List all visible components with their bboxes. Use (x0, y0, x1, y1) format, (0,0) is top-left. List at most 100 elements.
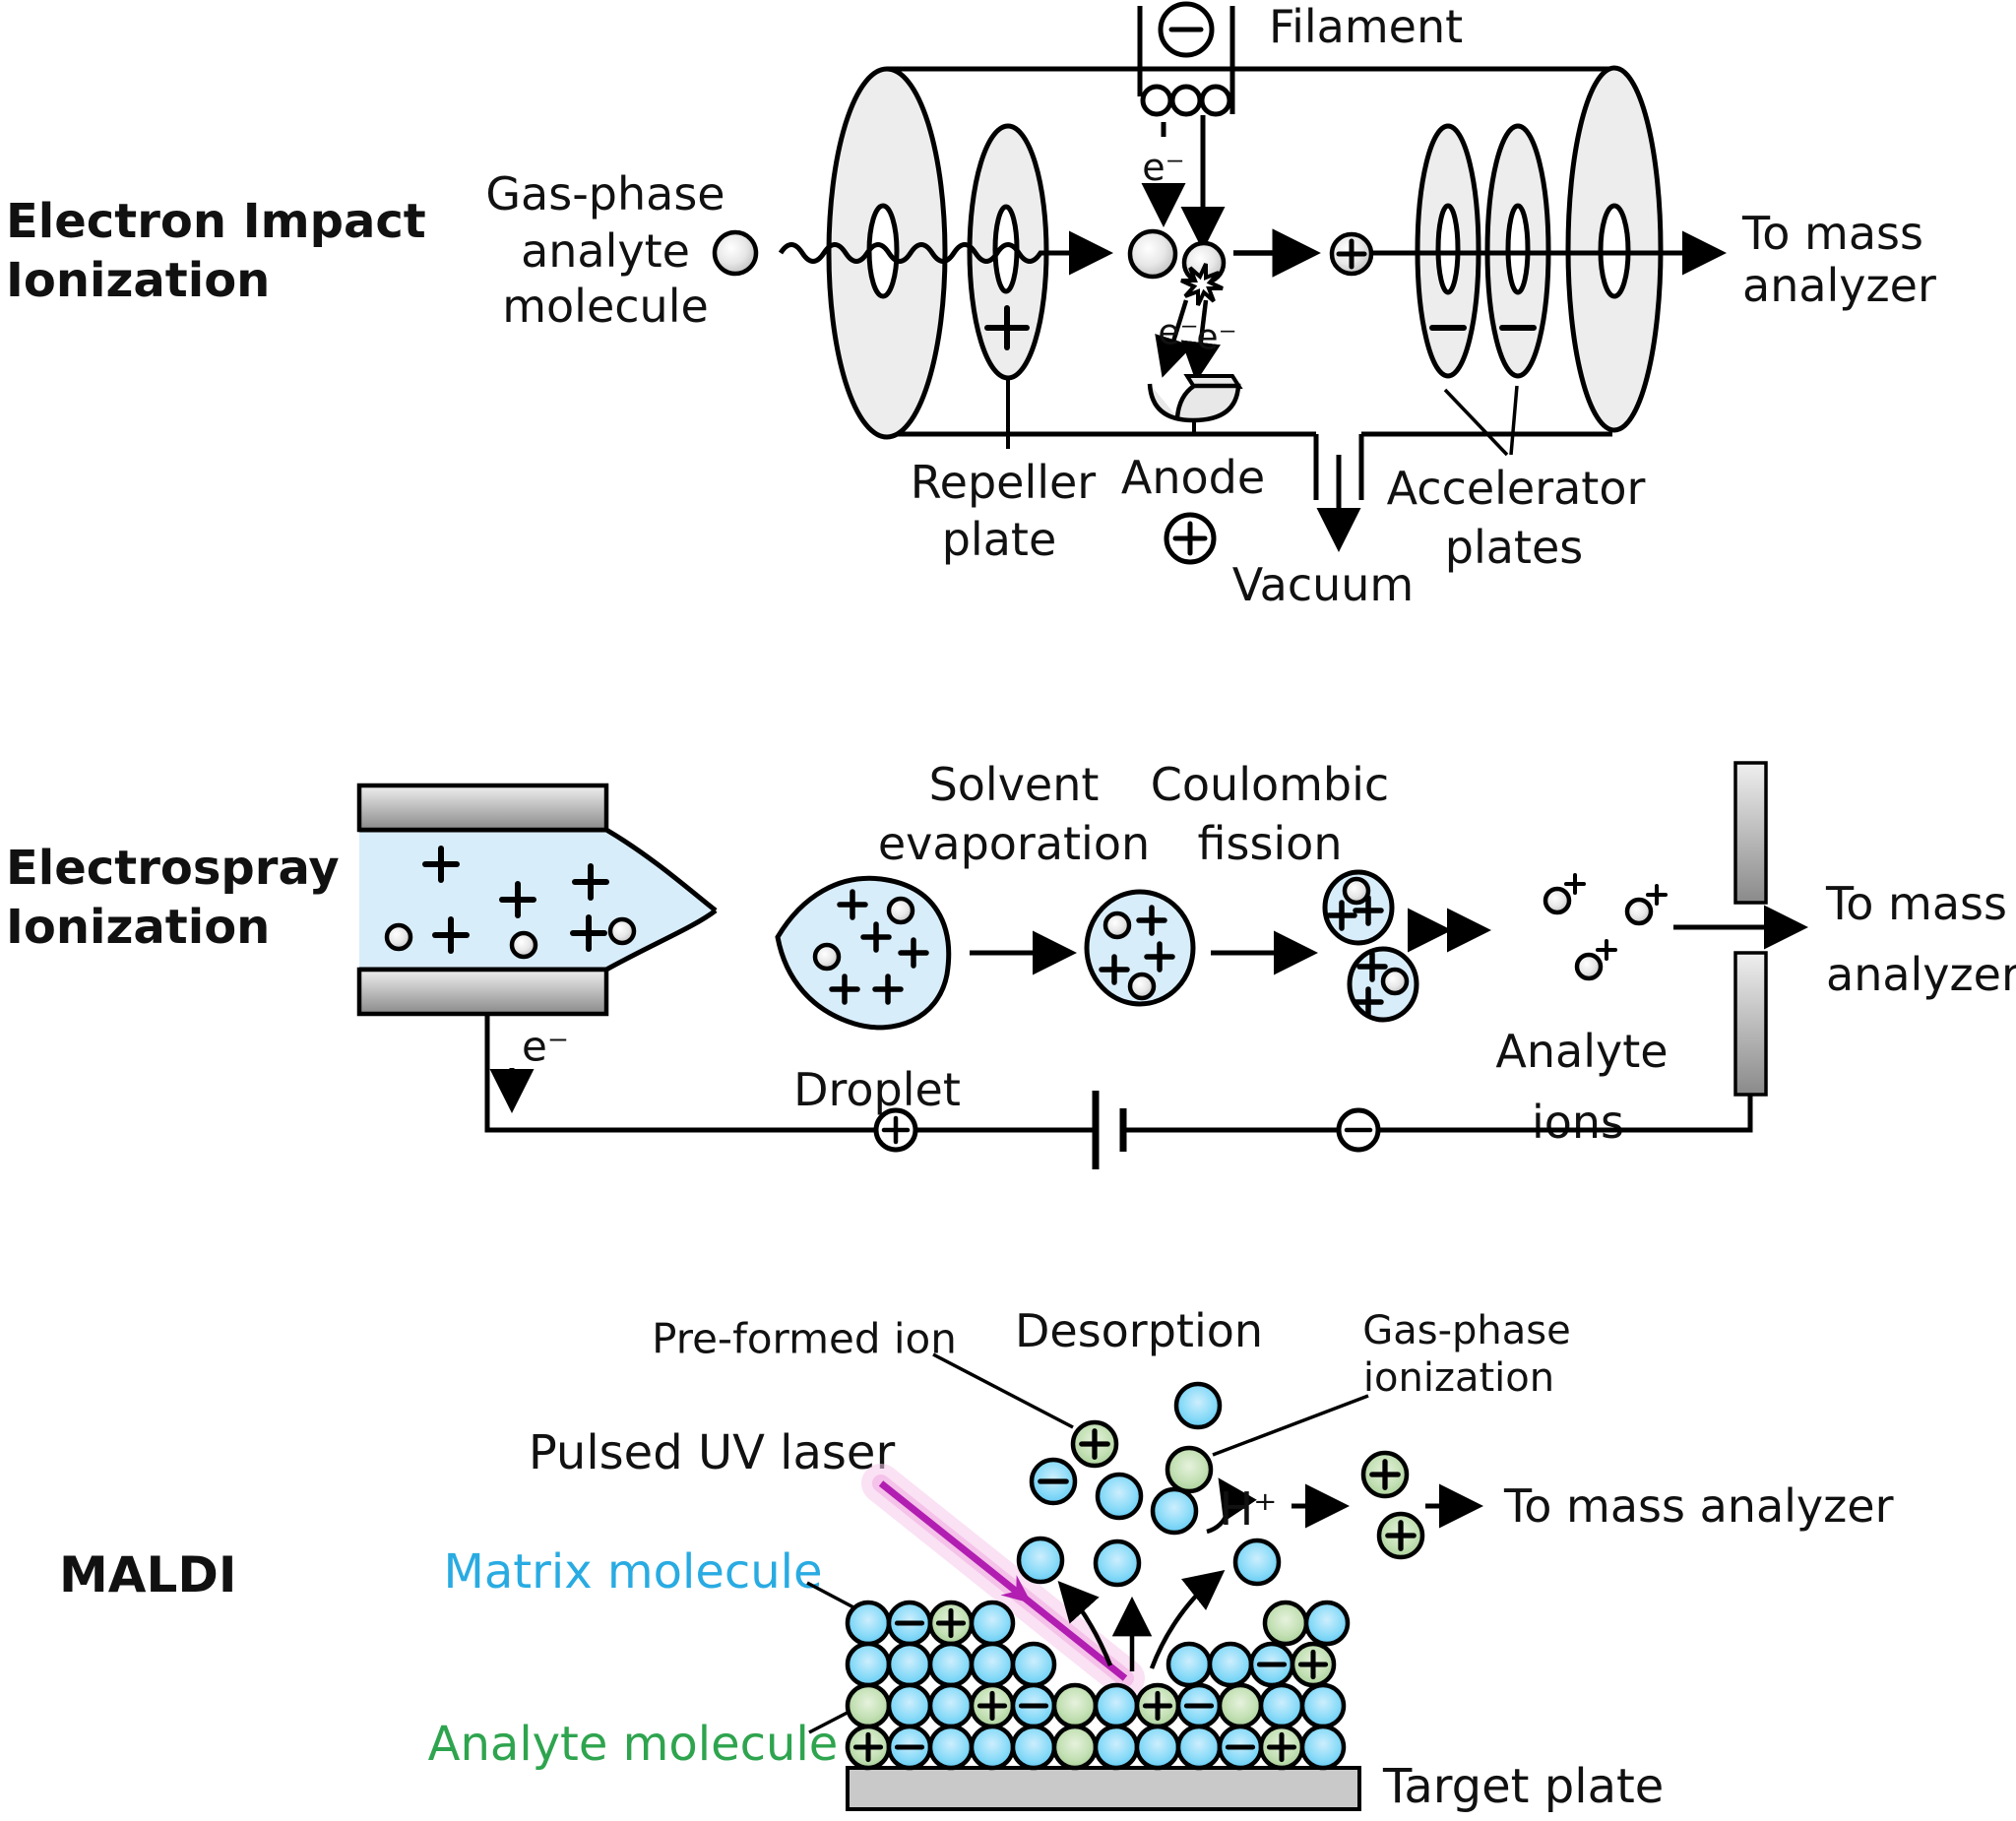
plus-charge-icon (837, 889, 868, 920)
proton-transfer-arrow (1206, 1477, 1257, 1535)
capillary-liquid (359, 830, 716, 970)
solvated-analyte (886, 896, 915, 925)
proton-label: H⁺ (1220, 1482, 1278, 1536)
plus-charge-icon (1353, 986, 1384, 1018)
analyte-ion (1624, 897, 1654, 926)
desorbed-matrix (1093, 1538, 1142, 1588)
pulsed-uv-laser-label: Pulsed UV laser (529, 1425, 896, 1480)
matrix-molecule (886, 1641, 933, 1688)
collision-star-icon (1180, 263, 1224, 306)
repeller-plus-symbol (984, 305, 1030, 350)
matrix-molecule (1248, 1641, 1295, 1688)
ei-to-mass-label-1: To mass (1741, 207, 1923, 260)
ei-section: Electron Impact Ionization Gas-phase ana… (6, 0, 1936, 611)
matrix-molecule (886, 1724, 933, 1771)
droplet-small-2-ions (1353, 951, 1410, 1018)
solvated-analyte (1127, 972, 1157, 1001)
analyte-molecule (845, 1724, 892, 1771)
ejected-electron-label-1: e⁻ (1158, 313, 1198, 353)
matrix-molecule (1010, 1682, 1057, 1729)
filament-coil-loop (1169, 84, 1203, 117)
maldi-to-mass-label: To mass analyzer (1503, 1479, 1894, 1533)
solvated-analyte (607, 916, 637, 946)
desorbed-matrix (1095, 1472, 1144, 1521)
plus-charge-icon (499, 881, 536, 918)
esi-to-mass-label-2: analyzer (1826, 948, 2016, 1001)
droplet-small-1-ions (1326, 876, 1384, 931)
esi-title-line1: Electrospray (6, 841, 340, 896)
matrix-analyte-crystal (845, 1600, 1351, 1771)
desorbed-matrix (1150, 1486, 1199, 1536)
plume-arrow-left (1057, 1580, 1113, 1666)
matrix-molecule (1207, 1641, 1254, 1688)
coulombic-label-2: fission (1198, 817, 1343, 870)
matrix-molecule (886, 1600, 933, 1647)
analyte-molecule (1258, 1724, 1305, 1771)
maldi-title: MALDI (59, 1546, 236, 1603)
analyte-ion (1543, 886, 1572, 915)
uv-laser-beam (861, 1464, 1145, 1698)
matrix-molecule (1093, 1724, 1140, 1771)
analyte-molecule (1134, 1682, 1181, 1729)
matrix-molecule (1010, 1724, 1057, 1771)
filament-coil-loop (1199, 84, 1232, 117)
plus-charge-icon (1326, 900, 1357, 931)
plus-charge-icon (1646, 884, 1668, 906)
analyte-molecule (1262, 1600, 1309, 1647)
analyte-molecule (1217, 1682, 1264, 1729)
matrix-molecule (927, 1724, 975, 1771)
capillary-liquid-ions (384, 846, 637, 960)
molecular-ion (1329, 231, 1374, 277)
analyte-molecule (1051, 1724, 1099, 1771)
gasphase-ionization-pointer (1212, 1394, 1369, 1457)
plus-charge-icon (898, 937, 929, 969)
analyte-molecule (969, 1682, 1016, 1729)
plus-charge-icon (1136, 905, 1167, 936)
accelerator-aperture-1 (1435, 203, 1461, 295)
plus-charge-icon (829, 973, 860, 1005)
analyte-ion (1574, 952, 1604, 981)
desorbed-molecules (1016, 1381, 1282, 1588)
matrix-molecule (1175, 1682, 1223, 1729)
droplet-large-ions (812, 889, 929, 1005)
desorption-label: Desorption (1015, 1304, 1263, 1357)
anode-plus-symbol (1164, 512, 1217, 565)
laser-arrowhead-icon (1000, 1575, 1032, 1603)
plus-charge-icon (872, 973, 904, 1005)
gas-phase-ions (1360, 1450, 1425, 1560)
accelerator-aperture-2 (1505, 203, 1531, 295)
plus-charge-icon (422, 846, 460, 883)
repeller-label-1: Repeller (911, 456, 1097, 509)
ejected-electron-arrow-2 (1180, 299, 1221, 383)
matrix-molecule (1166, 1641, 1213, 1688)
target-plate (846, 1766, 1361, 1811)
gasphase-ionization-label-1: Gas-phase (1362, 1308, 1570, 1353)
plus-charge-icon (1356, 951, 1388, 982)
desorbed-matrix (1029, 1457, 1078, 1506)
capillary-electrode-top (356, 783, 609, 833)
matrix-molecule (969, 1724, 1016, 1771)
matrix-molecule (845, 1641, 892, 1688)
desorbed-analyte (1165, 1445, 1214, 1494)
matrix-molecule (1010, 1641, 1057, 1688)
desorbed-matrix (1016, 1536, 1065, 1585)
solvent-label-1: Solvent (929, 758, 1100, 811)
skimmer-plate-top (1733, 761, 1768, 905)
matrix-molecule (1175, 1724, 1223, 1771)
analyte-ions-group (1543, 873, 1668, 981)
capillary-electrode-bottom (356, 967, 609, 1017)
taylor-cone-bottom-edge (359, 909, 718, 973)
matrix-molecule (969, 1641, 1016, 1688)
matrix-molecule (927, 1682, 975, 1729)
vacuum-label: Vacuum (1232, 558, 1415, 611)
plus-charge-icon (572, 863, 609, 901)
solvated-analyte (384, 922, 413, 952)
desorbed-matrix (1173, 1381, 1223, 1430)
protonated-analyte-ion (1376, 1511, 1425, 1560)
matrix-molecule-label: Matrix molecule (443, 1544, 822, 1600)
droplet-label: Droplet (793, 1063, 961, 1116)
solvated-analyte (1380, 967, 1410, 996)
electron-label-top: e⁻ (1142, 146, 1184, 189)
